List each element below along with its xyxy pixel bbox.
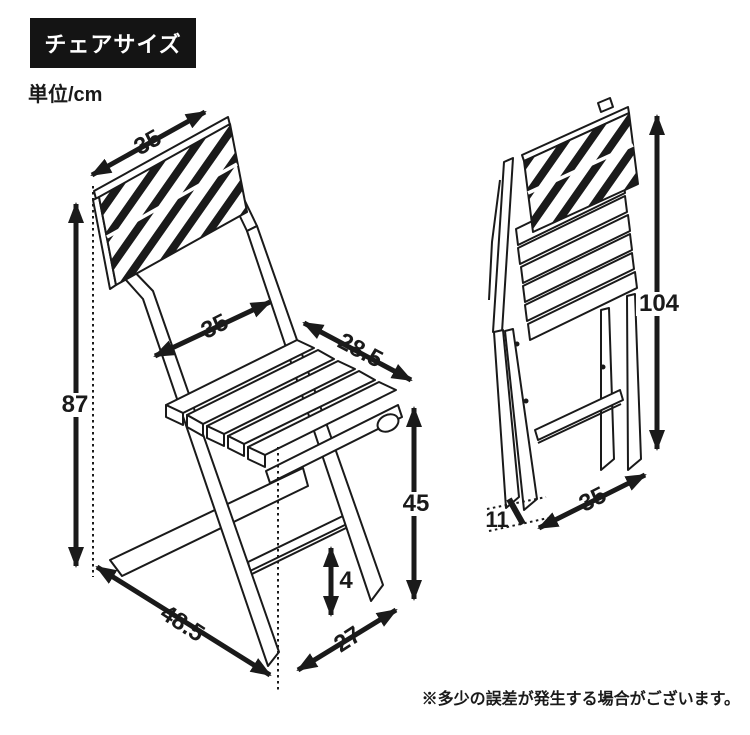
- dim-arrow-leg-span: [296, 607, 398, 673]
- folded-chair-backrest: [521, 97, 639, 233]
- folded-chair-frame-post: [492, 157, 514, 333]
- dim-arrow-base-depth: [95, 564, 272, 678]
- open-chair: [92, 116, 403, 667]
- dim-label-crossbar: 4: [339, 567, 353, 594]
- dimension-arrows: [68, 109, 665, 678]
- folded-chair-backrest-board: [523, 112, 639, 233]
- folded-chair-crossbar: [534, 389, 624, 441]
- title-badge: チェアサイズ: [30, 18, 196, 68]
- dim-arrow-backrest-width: [90, 109, 207, 178]
- folded-chair-legs: [493, 293, 642, 511]
- open-chair-backrest: [92, 116, 248, 290]
- dim-arrow-seat-width: [153, 299, 272, 359]
- unit-label: 単位/cm: [28, 84, 103, 106]
- open-chair-seat-bracket: [376, 413, 400, 433]
- dim-label-seat-height: 45: [399, 492, 433, 516]
- dim-arrow-seat-depth: [302, 320, 413, 383]
- disclaimer-note: ※多少の誤差が発生する場合がございます。: [421, 691, 740, 708]
- screw-holes: [514, 341, 606, 404]
- dim-label-folded-height: 104: [635, 292, 683, 316]
- folded-depth-tick: [506, 497, 526, 526]
- dim-label-folded-depth: 11: [485, 507, 509, 532]
- dim-label-total-height: 87: [58, 393, 92, 417]
- open-chair-crossbar: [247, 513, 350, 572]
- open-chair-seat-rail: [265, 404, 403, 484]
- folded-chair-frame-contour: [488, 179, 501, 301]
- guide-line-folded-a: [486, 496, 547, 510]
- folded-chair: [488, 97, 642, 511]
- dim-arrow-folded-width: [537, 472, 647, 531]
